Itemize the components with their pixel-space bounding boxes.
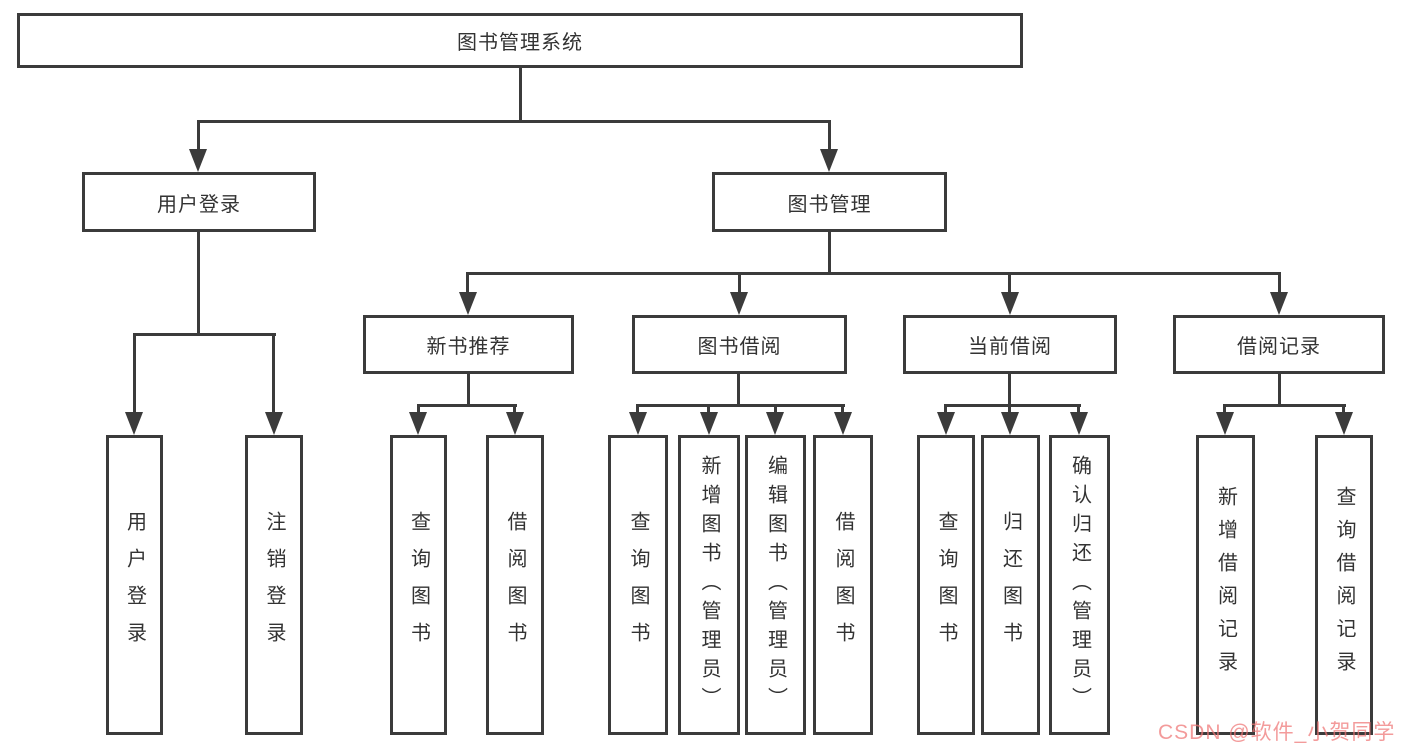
leaf-confirm-return-admin: 确认归还（管理员） [1049,435,1110,735]
connector-line [841,404,844,414]
arrow-down-icon [1335,412,1353,435]
leaf-query-borrow-record: 查询借阅记录 [1315,435,1373,735]
connector-line [466,272,469,295]
node-book-management-label: 图书管理 [787,193,872,216]
node-borrowing-records: 借阅记录 [1173,315,1385,374]
connector-line [636,404,639,414]
node-borrowing-records-label: 借阅记录 [1237,336,1321,358]
leaf-add-borrow-record-label: 新增借阅记录 [1214,486,1237,684]
connector-line [197,232,200,336]
arrow-down-icon [189,149,207,172]
node-new-book-recommend: 新书推荐 [363,315,574,374]
leaf-query-books-current-label: 查询图书 [935,511,957,659]
arrow-down-icon [409,412,427,435]
connector-line [513,404,516,414]
leaf-query-books-recommend-label: 查询图书 [407,511,430,659]
connector-line [1077,404,1080,414]
connector-line [738,272,741,295]
leaf-user-login-label: 用户登录 [123,511,146,659]
leaf-add-borrow-record: 新增借阅记录 [1196,435,1255,735]
leaf-query-books-current: 查询图书 [917,435,975,735]
connector-line [944,404,1081,407]
arrow-down-icon [1070,412,1088,435]
connector-line [272,333,275,414]
leaf-query-books-recommend: 查询图书 [390,435,447,735]
connector-line [417,404,420,414]
arrow-down-icon [459,292,477,315]
leaf-return-books: 归还图书 [981,435,1040,735]
connector-line [133,333,136,414]
connector-line [467,272,1281,275]
node-current-borrowing-label: 当前借阅 [968,336,1052,358]
node-book-borrowing-label: 图书借阅 [697,336,782,358]
node-user-login: 用户登录 [82,172,316,232]
connector-line [133,333,276,336]
leaf-add-books-admin-label: 新增图书（管理员） [698,454,720,716]
leaf-add-books-admin: 新增图书（管理员） [678,435,740,735]
node-user-login-label: 用户登录 [157,193,241,216]
connector-line [197,120,200,151]
node-new-book-recommend-label: 新书推荐 [426,336,511,358]
connector-line [944,404,947,414]
arrow-down-icon [834,412,852,435]
arrow-down-icon [766,412,784,435]
arrow-down-icon [730,292,748,315]
leaf-query-books-borrowing-label: 查询图书 [627,511,649,659]
connector-line [636,404,845,407]
arrow-down-icon [265,412,283,435]
connector-line [519,68,522,120]
connector-line [828,232,831,275]
node-root: 图书管理系统 [17,13,1023,68]
node-book-management: 图书管理 [712,172,947,232]
connector-line [828,120,831,151]
arrow-down-icon [820,149,838,172]
arrow-down-icon [937,412,955,435]
leaf-borrow-books-recommend-label: 借阅图书 [504,511,526,659]
leaf-borrow-books-borrowing-label: 借阅图书 [832,511,854,659]
leaf-logout: 注销登录 [245,435,303,735]
leaf-return-books-label: 归还图书 [999,511,1022,659]
connector-line [1342,404,1345,414]
connector-line [707,404,710,414]
arrow-down-icon [1001,412,1019,435]
leaf-borrow-books-recommend: 借阅图书 [486,435,544,735]
connector-line [737,374,740,407]
node-root-label: 图书管理系统 [457,32,583,54]
node-current-borrowing: 当前借阅 [903,315,1117,374]
watermark: CSDN @软件_小贺同学 [1158,721,1396,744]
connector-line [1008,404,1011,414]
leaf-edit-books-admin: 编辑图书（管理员） [745,435,806,735]
arrow-down-icon [125,412,143,435]
connector-line [1223,404,1226,414]
arrow-down-icon [700,412,718,435]
connector-line [417,404,517,407]
leaf-query-borrow-record-label: 查询借阅记录 [1333,486,1355,684]
arrow-down-icon [1216,412,1234,435]
connector-line [1278,272,1281,295]
leaf-confirm-return-admin-label: 确认归还（管理员） [1068,454,1091,716]
leaf-borrow-books-borrowing: 借阅图书 [813,435,873,735]
leaf-user-login: 用户登录 [106,435,163,735]
arrow-down-icon [629,412,647,435]
arrow-down-icon [506,412,524,435]
connector-line [467,374,470,407]
leaf-logout-label: 注销登录 [263,511,285,659]
leaf-edit-books-admin-label: 编辑图书（管理员） [764,454,787,716]
arrow-down-icon [1001,292,1019,315]
connector-line [1008,374,1011,407]
connector-line [774,404,777,414]
connector-line [197,120,831,123]
connector-line [1008,272,1011,295]
connector-line [1223,404,1346,407]
node-book-borrowing: 图书借阅 [632,315,847,374]
leaf-query-books-borrowing: 查询图书 [608,435,668,735]
arrow-down-icon [1270,292,1288,315]
connector-line [1278,374,1281,407]
